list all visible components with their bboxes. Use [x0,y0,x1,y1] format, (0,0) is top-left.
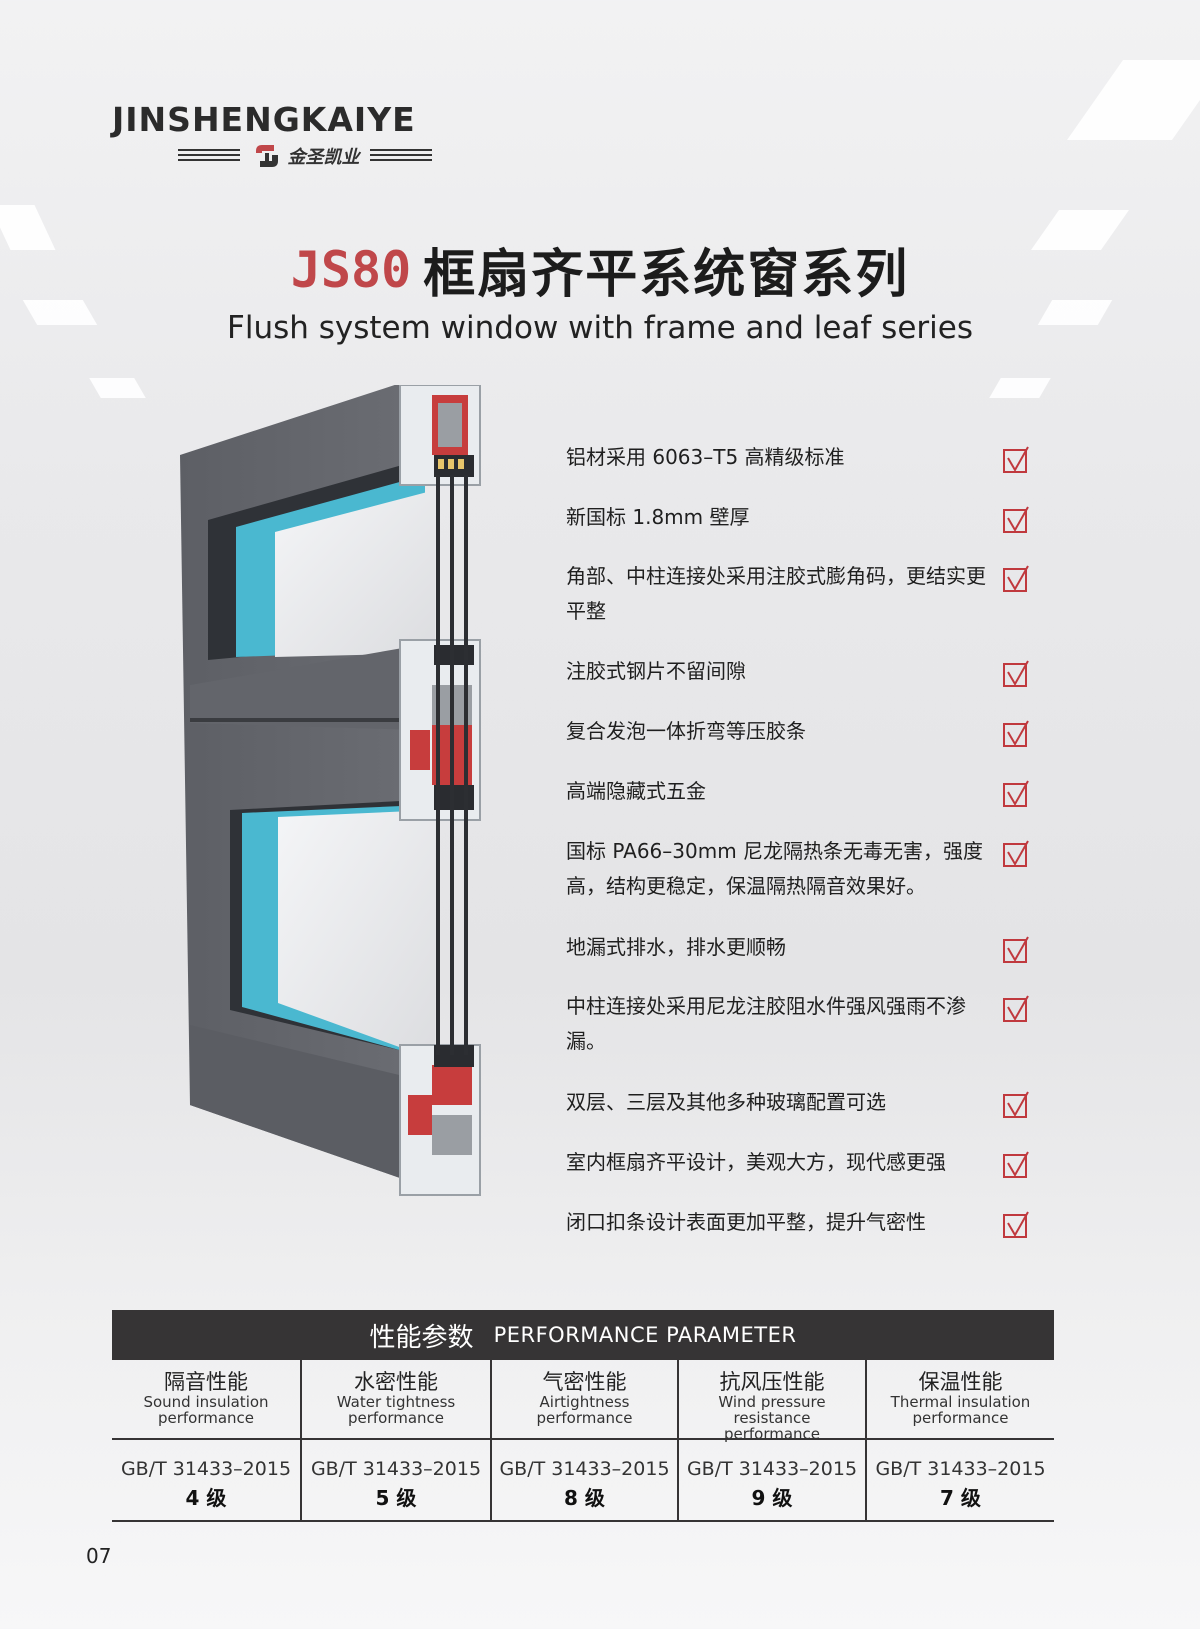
performance-standard: GB/T 31433–2015 [499,1458,670,1480]
performance-level: 8 级 [564,1486,605,1510]
performance-column: 气密性能 Airtightness performance GB/T 31433… [492,1360,679,1520]
checked-box-icon [1003,840,1029,867]
logo-lines [177,149,240,163]
performance-level: 4 级 [185,1486,227,1510]
performance-label-cn: 隔音性能 [164,1370,248,1394]
performance-level: 7 级 [940,1486,981,1510]
feature-text: 室内框扇齐平设计，美观大方，现代感更强 [566,1150,946,1174]
feature-text: 注胶式钢片不留间隙 [566,659,746,683]
performance-label-en: performance [536,1409,633,1427]
performance-title-cn: 性能参数 [369,1322,474,1353]
performance-label-cell: 水密性能 Water tightness performance [302,1360,490,1440]
feature-text: 复合发泡一体折弯等压胶条 [566,719,806,743]
performance-label-en: performance [157,1409,255,1427]
performance-standard: GB/T 31433–2015 [120,1458,292,1480]
title-chinese: 框扇齐平系统窗系列 [423,245,910,305]
feature-text: 高端隐藏式五金 [566,779,706,803]
page-number: 07 [86,1544,112,1568]
feature-text: 国标 PA66–30mm 尼龙隔热条无毒无害，强度高，结构更稳定，保温隔热隔音效… [566,839,984,898]
performance-value-cell: GB/T 31433–2015 7 级 [867,1440,1054,1520]
checked-box-icon [1003,506,1029,533]
ceiling-light [1066,60,1200,140]
performance-label-cn: 水密性能 [354,1370,438,1394]
feature-text: 角部、中柱连接处采用注胶式膨角码，更结实更平整 [566,564,986,623]
series-code: JS80 [290,240,412,299]
performance-label-cell: 气密性能 Airtightness performance [492,1360,677,1440]
window-profile-illustration [180,385,481,1196]
performance-label-cn: 保温性能 [918,1370,1003,1394]
performance-label-cell: 抗风压性能 Wind pressure resistance performan… [679,1360,865,1443]
checked-box-icon [1003,1211,1029,1238]
performance-label-cn: 气密性能 [542,1370,627,1394]
performance-label-cn: 抗风压性能 [719,1370,825,1394]
checked-box-icon [1003,660,1029,687]
performance-label-en: Wind pressure resistance [718,1393,826,1427]
feature-text: 闭口扣条设计表面更加平整，提升气密性 [566,1210,926,1234]
performance-header: 性能参数 PERFORMANCE PARAMETER [112,1310,1054,1360]
logo-lines [369,149,432,163]
performance-standard: GB/T 31433–2015 [686,1458,858,1480]
performance-value-cell: GB/T 31433–2015 9 级 [679,1440,865,1520]
title-english: Flush system window with frame and leaf … [227,310,973,346]
ceiling-light [989,378,1051,398]
feature-text: 铝材采用 6063–T5 高精级标准 [566,445,845,469]
performance-label-en: Thermal insulation [890,1393,1031,1411]
performance-columns: 隔音性能 Sound insulation performance GB/T 3… [112,1360,1054,1522]
performance-label-en: performance [723,1425,821,1443]
performance-value-cell: GB/T 31433–2015 5 级 [302,1440,490,1520]
performance-label-en: performance [347,1409,445,1427]
checked-box-icon [1003,936,1029,963]
logo-chinese-name: 金圣凯业 [287,147,360,168]
checked-box-icon [1003,1151,1029,1178]
feature-text: 新国标 1.8mm 壁厚 [566,505,750,529]
performance-level: 5 级 [375,1486,417,1510]
performance-column: 保温性能 Thermal insulation performance GB/T… [867,1360,1054,1520]
performance-column: 抗风压性能 Wind pressure resistance performan… [679,1360,867,1520]
performance-label-en: performance [912,1409,1009,1427]
performance-standard: GB/T 31433–2015 [875,1458,1046,1480]
performance-value-cell: GB/T 31433–2015 8 级 [492,1440,677,1520]
performance-column: 水密性能 Water tightness performance GB/T 31… [302,1360,492,1520]
js-logo-mark-icon [255,145,278,167]
feature-text: 地漏式排水，排水更顺畅 [566,935,786,959]
checked-box-icon [1003,1091,1029,1118]
checked-box-icon [1003,720,1029,747]
brand-logo: JINSHENGKAIYE 金圣凯业 [112,100,507,171]
performance-value-cell: GB/T 31433–2015 4 级 [112,1440,300,1520]
performance-label-cell: 保温性能 Thermal insulation performance [867,1360,1054,1440]
checked-box-icon [1003,995,1029,1022]
logo-sub: 金圣凯业 [102,141,507,171]
performance-title-en: PERFORMANCE PARAMETER [493,1323,797,1347]
performance-label-cell: 隔音性能 Sound insulation performance [112,1360,300,1440]
checked-box-icon [1003,565,1029,592]
checked-box-icon [1003,780,1029,807]
performance-label-en: Water tightness [336,1393,456,1411]
feature-text: 双层、三层及其他多种玻璃配置可选 [566,1090,886,1114]
performance-standard: GB/T 31433–2015 [310,1458,482,1480]
performance-table: 性能参数 PERFORMANCE PARAMETER 隔音性能 Sound in… [112,1310,1054,1522]
performance-label-en: Airtightness [539,1393,630,1411]
feature-text: 中柱连接处采用尼龙注胶阻水件强风强雨不渗漏。 [566,994,966,1053]
performance-level: 9 级 [751,1486,793,1510]
performance-column: 隔音性能 Sound insulation performance GB/T 3… [112,1360,302,1520]
performance-label-en: Sound insulation [143,1393,269,1411]
checked-box-icon [1003,446,1029,473]
logo-wordmark: JINSHENGKAIYE [112,100,416,139]
ceiling-light [89,378,146,398]
